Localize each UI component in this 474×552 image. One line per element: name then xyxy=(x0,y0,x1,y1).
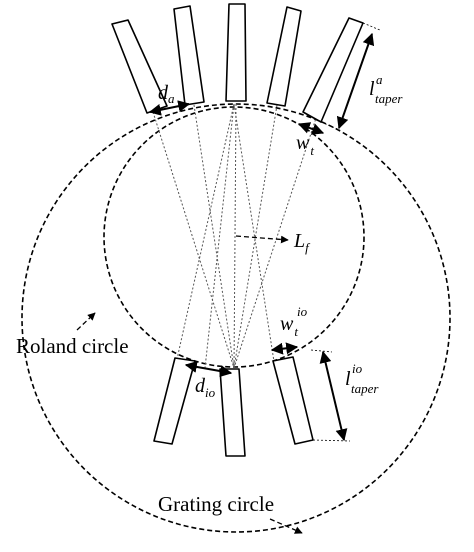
leader-arrows xyxy=(76,235,303,534)
roland-circle-label: Roland circle xyxy=(16,334,129,358)
lf-leader xyxy=(235,235,289,244)
dimension-arrows xyxy=(148,32,375,442)
bottom-waveguide-3 xyxy=(272,356,314,445)
w-t-io-label: wtio xyxy=(280,304,308,339)
bottom-waveguides xyxy=(153,356,314,457)
w-t-a-label: wta xyxy=(296,122,320,158)
top-waveguide-3 xyxy=(225,3,247,102)
bottom-waveguide-2 xyxy=(219,368,246,457)
extension-lines xyxy=(310,22,381,442)
top-waveguides xyxy=(111,3,364,123)
grating-leader xyxy=(269,518,303,534)
d-a-label: da xyxy=(158,82,175,106)
d-io-label: dio xyxy=(195,375,216,400)
bottom-waveguide-1 xyxy=(153,357,196,445)
grating-circle-label: Grating circle xyxy=(158,492,274,516)
top-waveguide-4 xyxy=(266,6,302,107)
l-taper-a-arrow xyxy=(336,32,375,130)
d-a-arrow xyxy=(148,100,191,116)
w-t-io-arrow xyxy=(270,342,299,355)
w-t-a-arrow xyxy=(297,122,325,135)
d-io-arrow xyxy=(184,360,233,378)
ray-lines xyxy=(152,103,319,369)
top-waveguide-5 xyxy=(302,17,364,123)
lf-label: Lf xyxy=(293,230,311,255)
top-waveguide-2 xyxy=(173,5,205,106)
l-taper-io-arrow xyxy=(319,350,348,442)
roland-leader xyxy=(76,312,96,331)
